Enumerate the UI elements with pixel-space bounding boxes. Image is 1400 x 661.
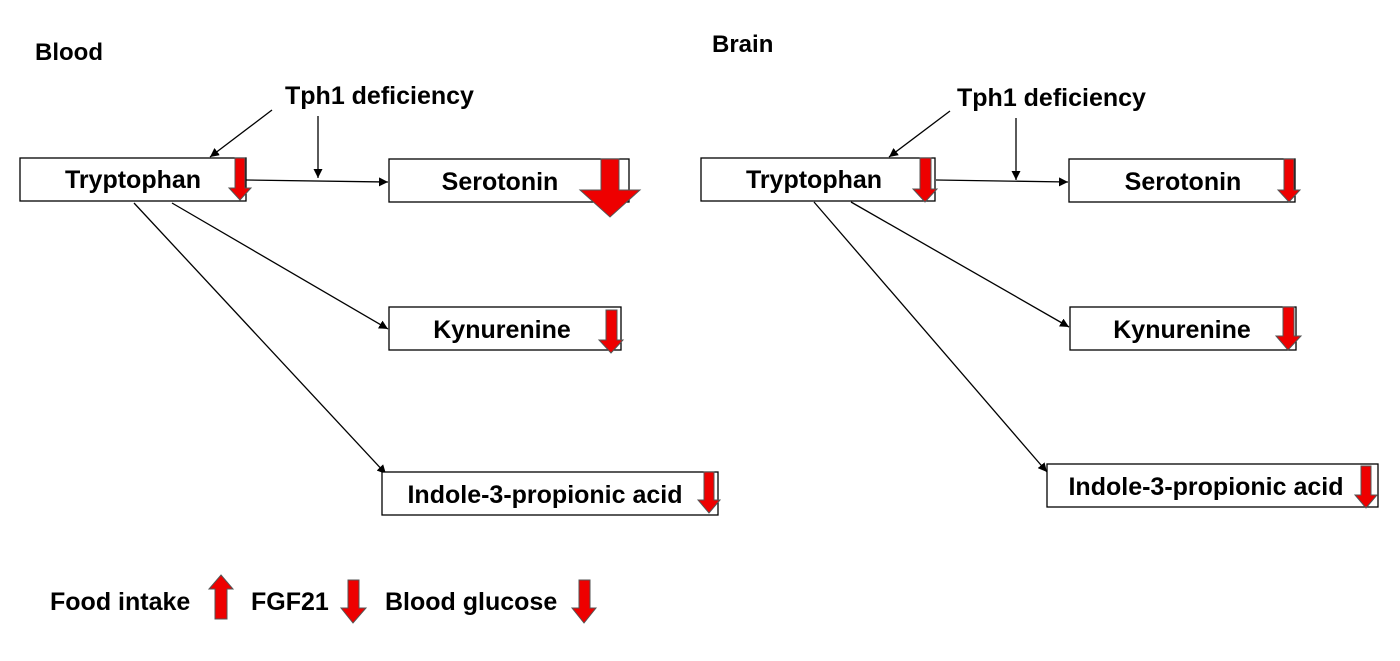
blood-tryptophan-label: Tryptophan [65, 166, 201, 194]
brain-panel: Brain Tph1 deficiency Tryptophan Seroton… [700, 31, 1379, 509]
brain-title: Brain [712, 31, 773, 58]
brain-edge-tryptophan-to-serotonin [935, 177, 1069, 187]
brain-node-kynurenine: Kynurenine [1069, 306, 1297, 351]
brain-edge-tryptophan-to-kynurenine [850, 201, 1070, 328]
food-intake-up-arrow-icon [207, 574, 235, 620]
blood-edge-tryptophan-to-serotonin [245, 177, 389, 187]
blood-glucose-down-arrow-icon [570, 579, 598, 624]
blood-kynurenine-down-arrow-icon [597, 309, 625, 354]
blood-node-serotonin: Serotonin [388, 158, 630, 203]
blood-node-kynurenine: Kynurenine [388, 306, 622, 351]
brain-tph1-deficiency-label: Tph1 deficiency [957, 84, 1146, 112]
blood-ipa-down-arrow-icon [696, 471, 722, 514]
brain-edge-tryptophan-to-ipa [813, 201, 1048, 473]
blood-serotonin-label: Serotonin [442, 168, 559, 196]
fgf21-label: FGF21 [251, 588, 329, 616]
brain-serotonin-label: Serotonin [1125, 168, 1242, 196]
blood-title: Blood [35, 39, 103, 66]
brain-node-serotonin: Serotonin [1068, 158, 1296, 203]
brain-node-tryptophan: Tryptophan [700, 157, 936, 202]
brain-edge-tph1-to-tryptophan [888, 110, 951, 158]
blood-tryptophan-down-arrow-icon [227, 157, 253, 201]
brain-node-ipa: Indole-3-propionic acid [1046, 463, 1379, 508]
blood-glucose-label: Blood glucose [385, 588, 557, 616]
blood-edge-tph1-to-tryptophan [209, 109, 273, 158]
brain-ipa-label: Indole-3-propionic acid [1068, 473, 1343, 501]
brain-kynurenine-down-arrow-icon [1274, 306, 1303, 351]
brain-serotonin-down-arrow-icon [1276, 158, 1302, 203]
phenotype-row: Food intake FGF21 Blood glucose [50, 574, 598, 624]
blood-edge-tryptophan-to-kynurenine [171, 202, 389, 330]
blood-panel: Blood Tph1 deficiency Tryptophan Seroton… [19, 39, 722, 516]
blood-serotonin-large-down-arrow-icon [578, 158, 642, 218]
blood-ipa-label: Indole-3-propionic acid [407, 481, 682, 509]
fgf21-down-arrow-icon [339, 579, 368, 624]
food-intake-label: Food intake [50, 588, 190, 616]
brain-kynurenine-label: Kynurenine [1113, 316, 1251, 344]
brain-ipa-down-arrow-icon [1353, 465, 1379, 509]
brain-tryptophan-label: Tryptophan [746, 166, 882, 194]
blood-node-ipa: Indole-3-propionic acid [381, 471, 719, 516]
blood-kynurenine-label: Kynurenine [433, 316, 571, 344]
blood-edge-tryptophan-to-ipa [133, 202, 387, 475]
brain-tryptophan-down-arrow-icon [911, 157, 939, 203]
blood-tph1-deficiency-label: Tph1 deficiency [285, 82, 474, 110]
blood-node-tryptophan: Tryptophan [19, 157, 247, 202]
